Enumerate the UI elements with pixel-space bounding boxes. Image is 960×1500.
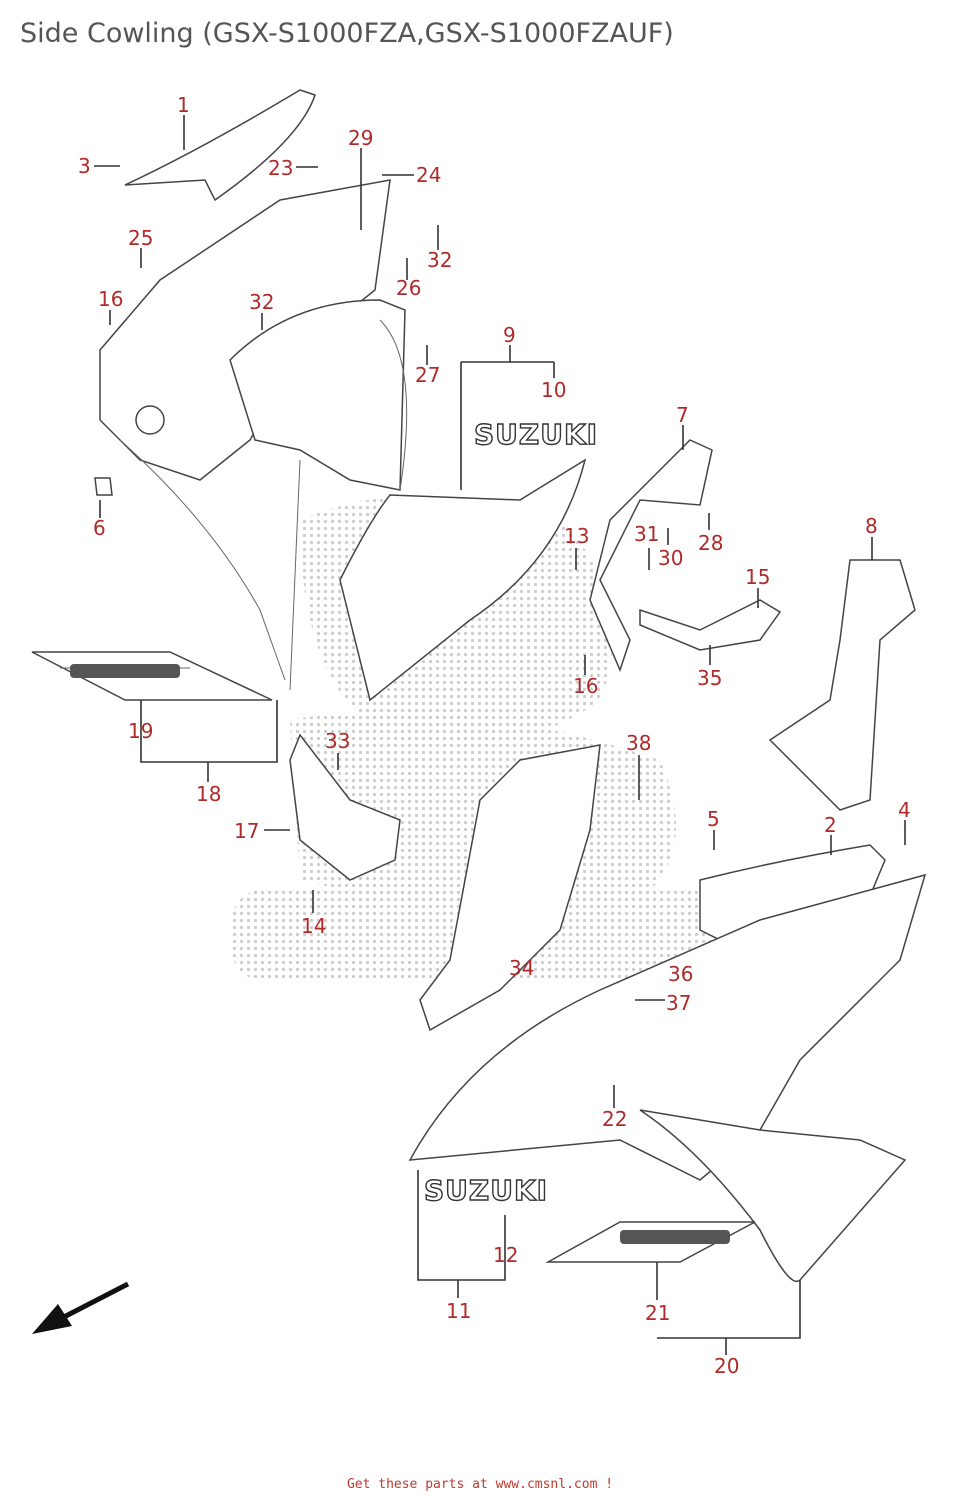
- callout-32a: 32: [427, 248, 452, 272]
- decal-19: [31, 651, 273, 701]
- lower-cowling: [289, 733, 927, 1283]
- callout-22: 22: [602, 1107, 627, 1131]
- callout-4: 4: [898, 798, 911, 822]
- callout-28: 28: [698, 531, 723, 555]
- callout-18: 18: [196, 782, 221, 806]
- callout-2: 2: [824, 813, 837, 837]
- callout-3: 3: [78, 154, 91, 178]
- callout-21: 21: [645, 1301, 670, 1325]
- callout-20: 20: [714, 1354, 739, 1378]
- brackets-right: [589, 439, 916, 811]
- decal-21: [545, 1221, 756, 1263]
- callout-26: 26: [396, 276, 421, 300]
- callout-14: 14: [301, 914, 326, 938]
- callout-36: 36: [668, 962, 693, 986]
- footer-link[interactable]: Get these parts at www.cmsnl.com !: [346, 1477, 614, 1492]
- callout-9: 9: [503, 323, 516, 347]
- callout-17: 17: [234, 819, 259, 843]
- inner-cowling-upper: [94, 89, 406, 691]
- callout-15: 15: [745, 565, 770, 589]
- mid-cowling: [339, 319, 587, 702]
- suzuki-emblem-upper: SUZUKI: [474, 418, 598, 451]
- suzuki-emblem-lower: SUZUKI: [424, 1174, 548, 1207]
- callout-34: 34: [509, 956, 534, 980]
- callout-19: 19: [128, 719, 153, 743]
- callout-1: 1: [177, 93, 190, 117]
- callout-27: 27: [415, 363, 440, 387]
- callout-25: 25: [128, 226, 153, 250]
- callout-6: 6: [93, 516, 106, 540]
- callout-16b: 16: [573, 674, 598, 698]
- callout-38: 38: [626, 731, 651, 755]
- arrow-down-left-icon: [32, 1281, 130, 1334]
- callout-32b: 32: [249, 290, 274, 314]
- callout-12: 12: [493, 1243, 518, 1267]
- callout-23: 23: [268, 156, 293, 180]
- callout-24: 24: [416, 163, 441, 187]
- callout-37: 37: [666, 991, 691, 1015]
- callout-16a: 16: [98, 287, 123, 311]
- callout-5: 5: [707, 807, 720, 831]
- callout-8: 8: [865, 514, 878, 538]
- callout-7: 7: [676, 403, 689, 427]
- leader-lines: [94, 115, 906, 1355]
- callout-31: 31: [634, 522, 659, 546]
- page-title: Side Cowling (GSX-S1000FZA,GSX-S1000FZAU…: [20, 18, 674, 49]
- callout-35: 35: [697, 666, 722, 690]
- callout-11: 11: [446, 1299, 471, 1323]
- callout-30: 30: [658, 546, 683, 570]
- callout-29: 29: [348, 126, 373, 150]
- callout-33: 33: [325, 729, 350, 753]
- callout-labels: 1 2 3 4 5 6 7 8 9 10 11 12 13 14 15 16 1…: [78, 93, 911, 1378]
- callout-13: 13: [564, 524, 589, 548]
- callout-10: 10: [541, 378, 566, 402]
